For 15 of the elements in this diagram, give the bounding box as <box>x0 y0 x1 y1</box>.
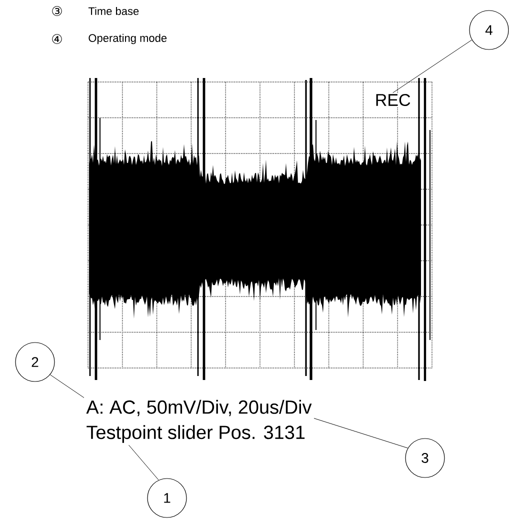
list-number: ④ <box>52 34 62 44</box>
callout-number: 4 <box>469 10 509 50</box>
readout-text: Testpoint slider Pos. 3131 <box>86 425 305 443</box>
leader-line <box>50 374 84 398</box>
list-text: Operating mode <box>88 34 167 44</box>
readout-text: A: AC, 50mV/Div, 20us/Div <box>86 400 312 416</box>
callout-number: 3 <box>405 438 445 478</box>
leader-line <box>314 418 408 448</box>
leader-line <box>128 444 159 480</box>
callout-number: 2 <box>15 342 55 382</box>
list-text: Time base <box>88 6 139 16</box>
list-number: ③ <box>52 6 62 16</box>
leader-line <box>392 40 472 94</box>
callout-number: 1 <box>147 478 187 518</box>
mode-text: REC <box>374 92 412 108</box>
